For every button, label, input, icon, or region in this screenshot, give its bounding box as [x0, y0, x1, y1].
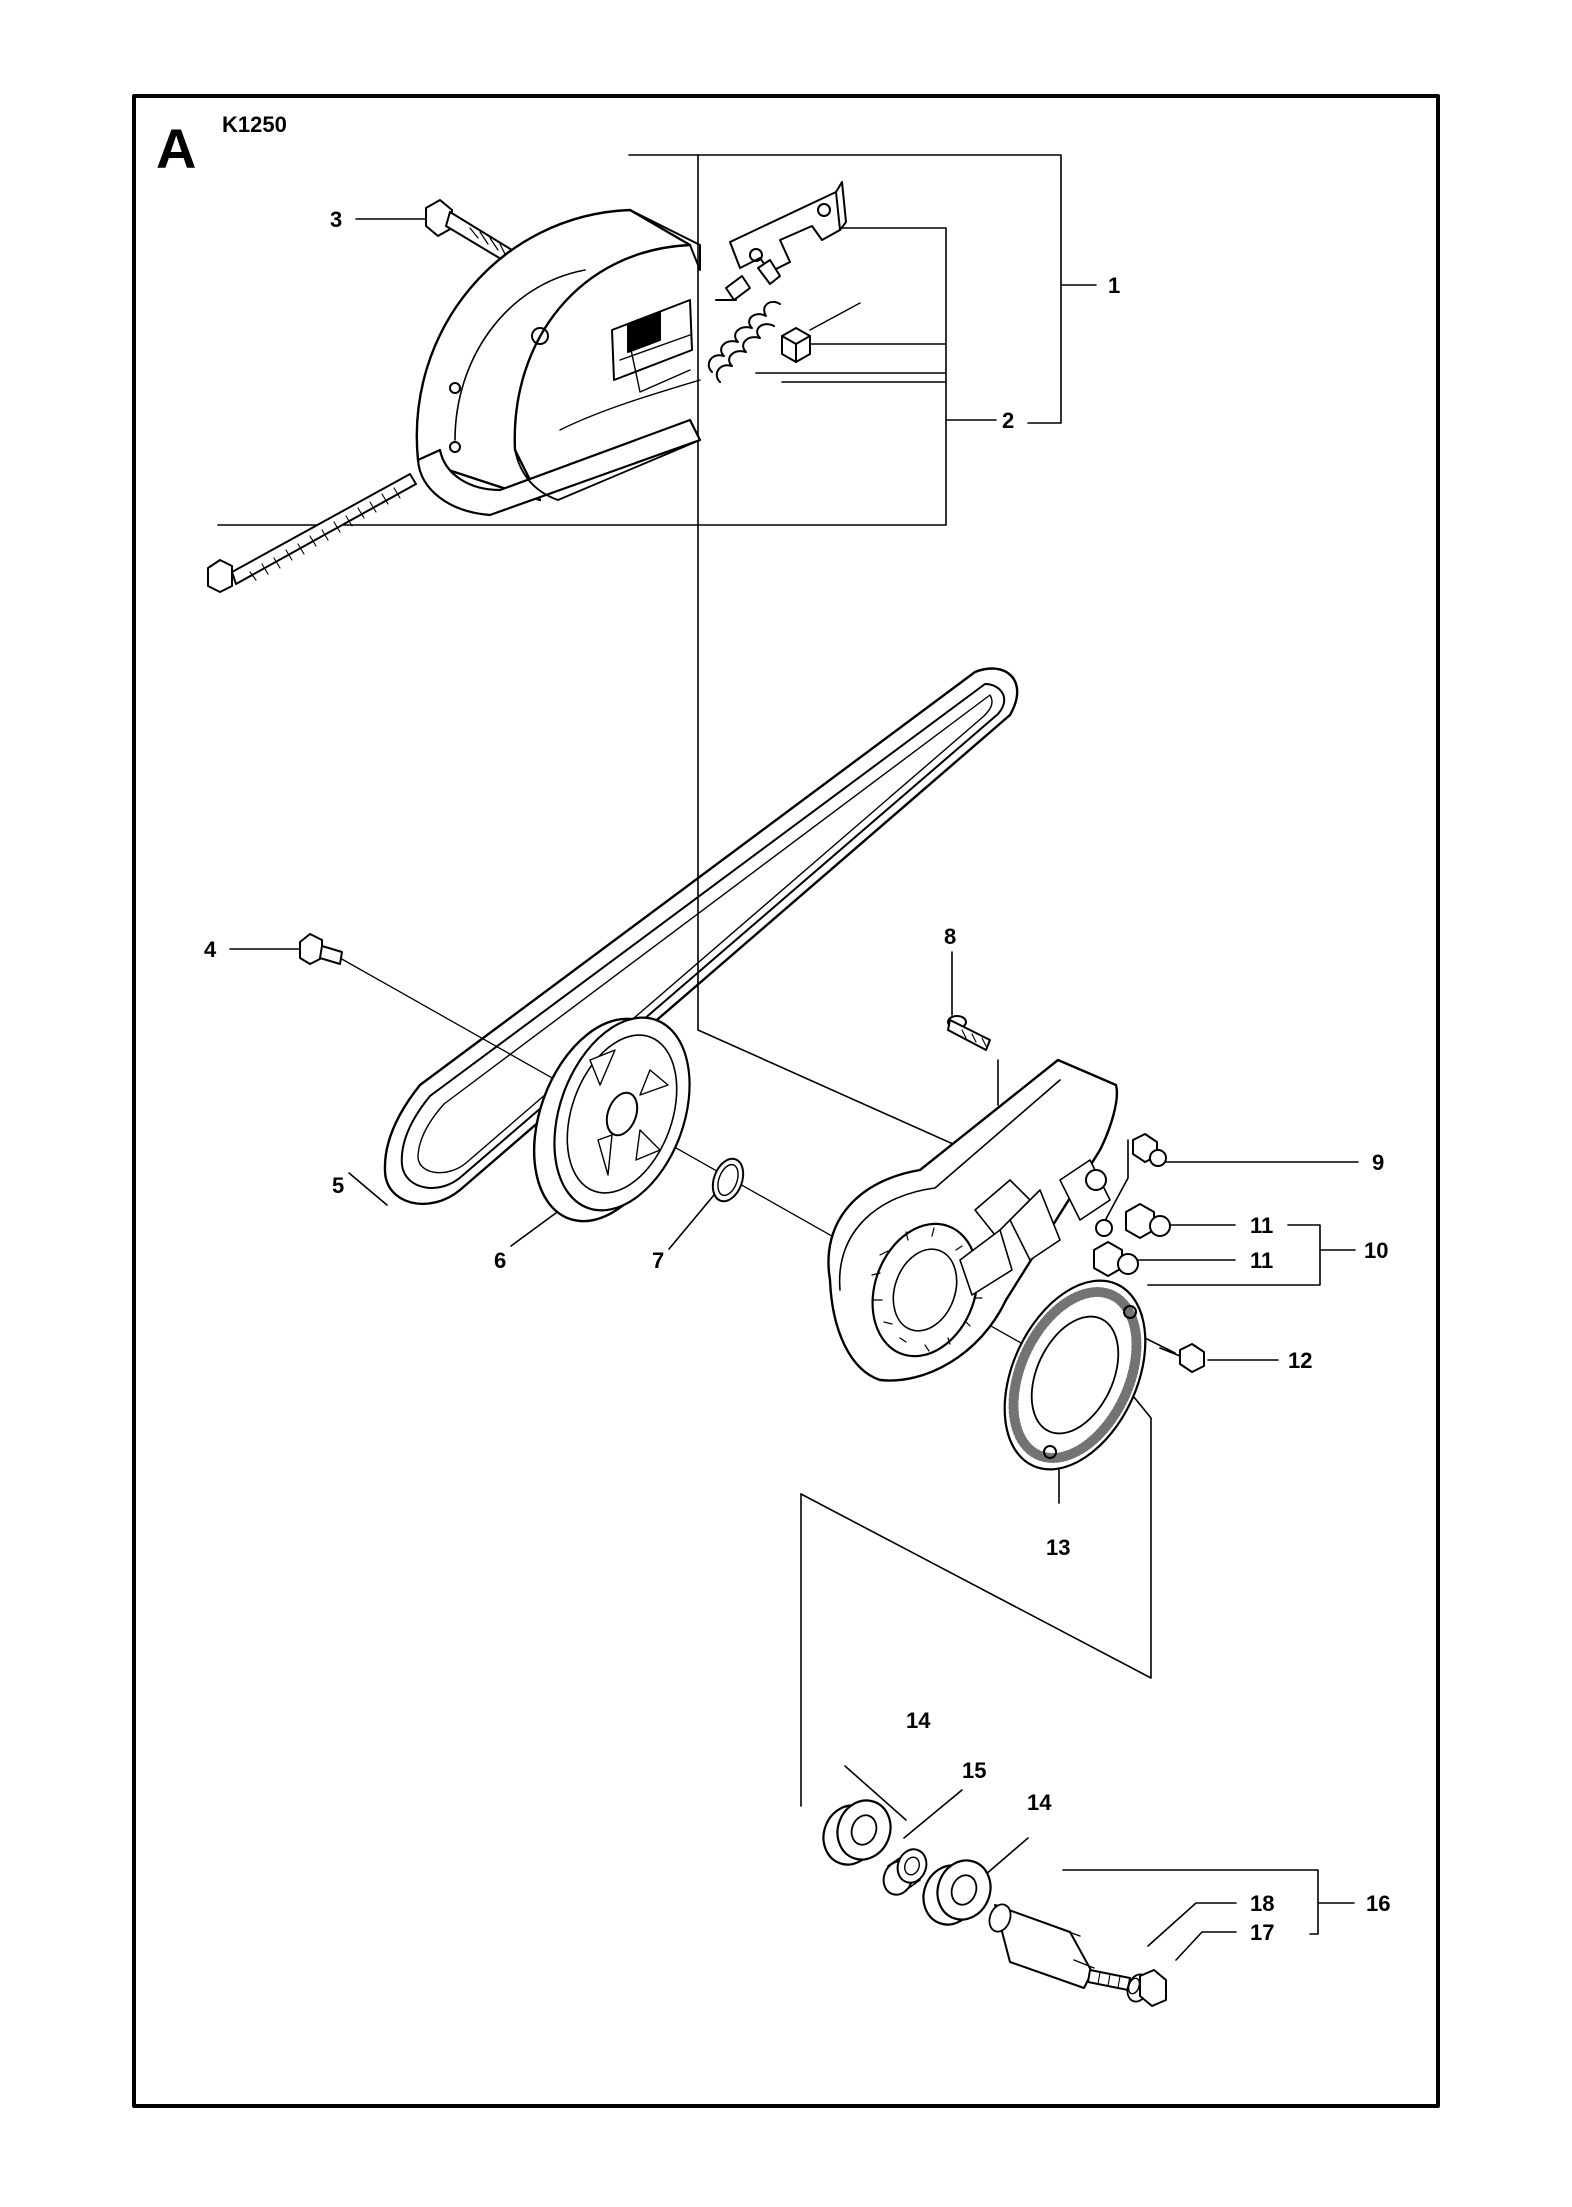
callout-15: 15 [962, 1758, 986, 1783]
screw-part-12 [1159, 1343, 1205, 1373]
bolt-part-17 [1087, 1969, 1167, 2007]
callout-12: 12 [1288, 1348, 1312, 1373]
belt-cover-part-1 [415, 208, 702, 517]
callout-11-lower: 11 [1250, 1248, 1273, 1273]
callout-16: 16 [1366, 1891, 1390, 1916]
callout-14-left: 14 [906, 1708, 931, 1733]
friction-disc-part-13 [1003, 1279, 1147, 1471]
callout-14-right: 14 [1027, 1790, 1052, 1815]
callout-2: 2 [1002, 408, 1014, 433]
spacer-part-15 [882, 1848, 928, 1896]
bearing-part-14-left [822, 1799, 892, 1866]
callout-1: 1 [1108, 273, 1120, 298]
long-bolt-part-2 [207, 473, 417, 593]
belt-guard-housing [827, 1058, 1119, 1382]
screw-part-8 [947, 1015, 991, 1051]
bearing-part-14-right [922, 1859, 992, 1926]
callout-17: 17 [1250, 1920, 1274, 1945]
washer-part-7 [711, 1157, 745, 1203]
callout-5: 5 [332, 1173, 344, 1198]
callout-3: 3 [330, 207, 342, 232]
nut-part-11-upper [1125, 1203, 1171, 1239]
model-number: K1250 [222, 112, 287, 137]
leader-lines [217, 154, 1359, 1961]
nut-part-9 [1132, 1133, 1167, 1167]
spring-part-2 [707, 300, 781, 383]
callout-7: 7 [652, 1248, 664, 1273]
callout-11-upper: 11 [1250, 1213, 1273, 1238]
shaft-part-16 [988, 1903, 1095, 1989]
callout-4: 4 [204, 937, 217, 962]
tension-plate-part-2 [715, 181, 847, 301]
callout-10: 10 [1364, 1238, 1388, 1263]
callout-9: 9 [1372, 1150, 1384, 1175]
pulley-part-6 [532, 1016, 691, 1223]
nut-part-11-lower [1093, 1241, 1139, 1277]
callout-labels: 1 2 3 4 5 6 7 8 9 10 11 11 12 13 14 15 1… [204, 207, 1390, 1945]
section-letter: A [156, 117, 196, 180]
callout-8: 8 [944, 924, 956, 949]
washer-part-18 [1127, 1977, 1141, 1995]
bolt-part-4 [299, 933, 343, 965]
diagram-frame [132, 94, 1440, 2108]
callout-18: 18 [1250, 1891, 1274, 1916]
drive-belt-part-5 [383, 667, 1019, 1206]
callout-13: 13 [1046, 1535, 1070, 1560]
callout-6: 6 [494, 1248, 506, 1273]
square-nut-part-2 [781, 302, 861, 363]
bolt-part-3 [425, 199, 513, 263]
